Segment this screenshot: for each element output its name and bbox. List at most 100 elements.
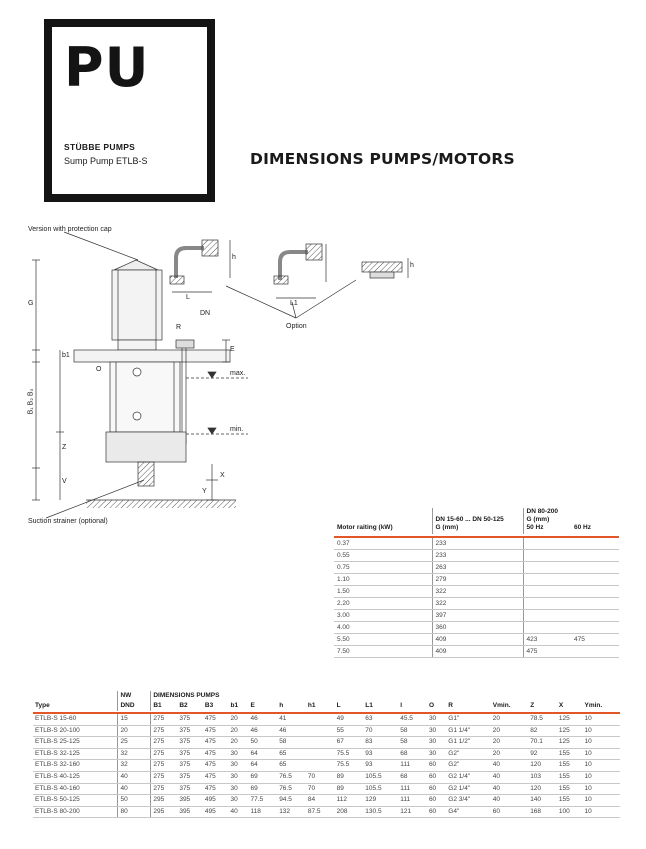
- dim-cell: 30: [426, 748, 447, 761]
- dim-cell: G1 1/2": [446, 736, 491, 749]
- dim-label-v: V: [62, 478, 67, 485]
- motor-cell-kw: 7.50: [334, 645, 433, 658]
- dim-cell: 20: [490, 736, 529, 749]
- dim-cell: 155: [556, 771, 583, 784]
- motor-col-kw: Motor raiting (kW): [334, 508, 433, 534]
- dim-label-dn: DN: [200, 310, 211, 317]
- dim-cell: 40: [117, 771, 152, 784]
- dim-cell: 76.5: [277, 783, 306, 796]
- dim-cell: 15: [117, 713, 152, 726]
- dim-cell: 89: [334, 783, 364, 796]
- dim-cell: 395: [177, 806, 203, 819]
- dim-cell: 111: [398, 759, 427, 772]
- motor-cell-g1: 263: [432, 561, 524, 574]
- dim-cell: 64: [248, 748, 278, 761]
- dim-label-g: G: [28, 300, 34, 307]
- dim-cell: 275: [150, 713, 178, 726]
- dim-label-h1: h: [410, 262, 414, 269]
- dim-label-min: min.: [230, 426, 244, 433]
- motor-cell-kw: 0.37: [334, 537, 433, 550]
- motor-cell-g60: [571, 621, 619, 634]
- dim-cell: 118: [248, 806, 278, 819]
- motor-cell-g60: [571, 585, 619, 598]
- dim-cell: ETLB-S 32-160: [33, 759, 119, 772]
- dim-cell: 125: [556, 736, 583, 749]
- dim-label-r: R: [176, 324, 182, 331]
- motor-cell-kw: 1.10: [334, 573, 433, 586]
- dim-cell: 275: [150, 783, 178, 796]
- dim-cell: 78.5: [528, 713, 557, 726]
- dim-cell: 155: [556, 794, 583, 807]
- dim-cell: 40: [117, 783, 152, 796]
- motor-cell-g50: [523, 549, 571, 562]
- dim-cell: 112: [334, 794, 364, 807]
- motor-cell-g1: 409: [432, 633, 524, 646]
- motor-cell-g60: [571, 573, 619, 586]
- dim-cell: 68: [398, 748, 427, 761]
- dim-table-group-row: NW DIMENSIONS PUMPS: [33, 691, 620, 701]
- dim-cell: 140: [528, 794, 557, 807]
- dim-cell: 32: [117, 759, 152, 772]
- dim-cell: 32: [117, 748, 152, 761]
- dim-cell: 30: [426, 713, 447, 726]
- dim-cell: 120: [528, 783, 557, 796]
- motor-cell-g60: [571, 609, 619, 622]
- dim-cell: 58: [398, 725, 427, 738]
- motor-cell-g50: [523, 573, 571, 586]
- dim-cell: 105.5: [363, 783, 399, 796]
- dim-col-type: Type: [33, 701, 119, 711]
- dim-cell: 70: [305, 783, 335, 796]
- motor-cell-kw: 2.20: [334, 597, 433, 610]
- dim-cell: 40: [490, 794, 529, 807]
- dim-cell: 65: [277, 759, 306, 772]
- dim-cell: 155: [556, 783, 583, 796]
- dim-col-z: Z: [530, 702, 535, 709]
- motor-cell-g60: 475: [571, 633, 619, 646]
- dim-cell: 20: [490, 725, 529, 738]
- dim-cell: [305, 736, 335, 749]
- dim-cell: 70: [305, 771, 335, 784]
- motor-col-50hz: DN 80-200 G (mm) 50 Hz: [523, 508, 571, 534]
- dim-cell: 10: [582, 713, 620, 726]
- label-suction-strainer: Suction strainer (optional): [28, 518, 108, 525]
- dim-cell: G2 1/4": [446, 783, 491, 796]
- motor-cell-g1: 409: [432, 645, 524, 658]
- dim-cell: 375: [177, 725, 203, 738]
- dim-col-ymin: Ymin.: [584, 702, 603, 709]
- dim-cell: 475: [202, 759, 229, 772]
- dim-cell: 495: [202, 794, 229, 807]
- dim-cell: G2": [446, 748, 491, 761]
- dim-cell: 30: [228, 759, 249, 772]
- motor-col-g2-title: DN 80-200: [526, 508, 558, 515]
- dim-cell: 375: [177, 736, 203, 749]
- dim-cell: 111: [398, 783, 427, 796]
- dim-cell: 20: [228, 713, 249, 726]
- dim-cell: 46: [277, 725, 306, 738]
- dim-cell: 375: [177, 713, 203, 726]
- dim-cell: ETLB-S 40-125: [33, 771, 119, 784]
- dim-cell: 20: [490, 748, 529, 761]
- dim-cell: G4": [446, 806, 491, 819]
- dim-cell: 275: [150, 748, 178, 761]
- dim-cell: 84: [305, 794, 335, 807]
- page-title: DIMENSIONS PUMPS/MOTORS: [250, 150, 515, 168]
- dim-cell: 60: [426, 806, 447, 819]
- dim-table-separator: [33, 711, 620, 714]
- motor-cell-g1: 322: [432, 597, 524, 610]
- dim-cell: 68: [398, 771, 427, 784]
- motor-cell-g60: [571, 597, 619, 610]
- dim-cell: 75.5: [334, 748, 364, 761]
- dim-cell: G1": [446, 713, 491, 726]
- motor-table-header-row: Motor raiting (kW) DN 15-60 ... DN 50-12…: [334, 508, 619, 534]
- label-protection-cap: Version with protection cap: [28, 226, 112, 233]
- dim-label-l: L: [186, 294, 190, 301]
- motor-cell-g50: [523, 609, 571, 622]
- dim-cell: 20: [117, 725, 152, 738]
